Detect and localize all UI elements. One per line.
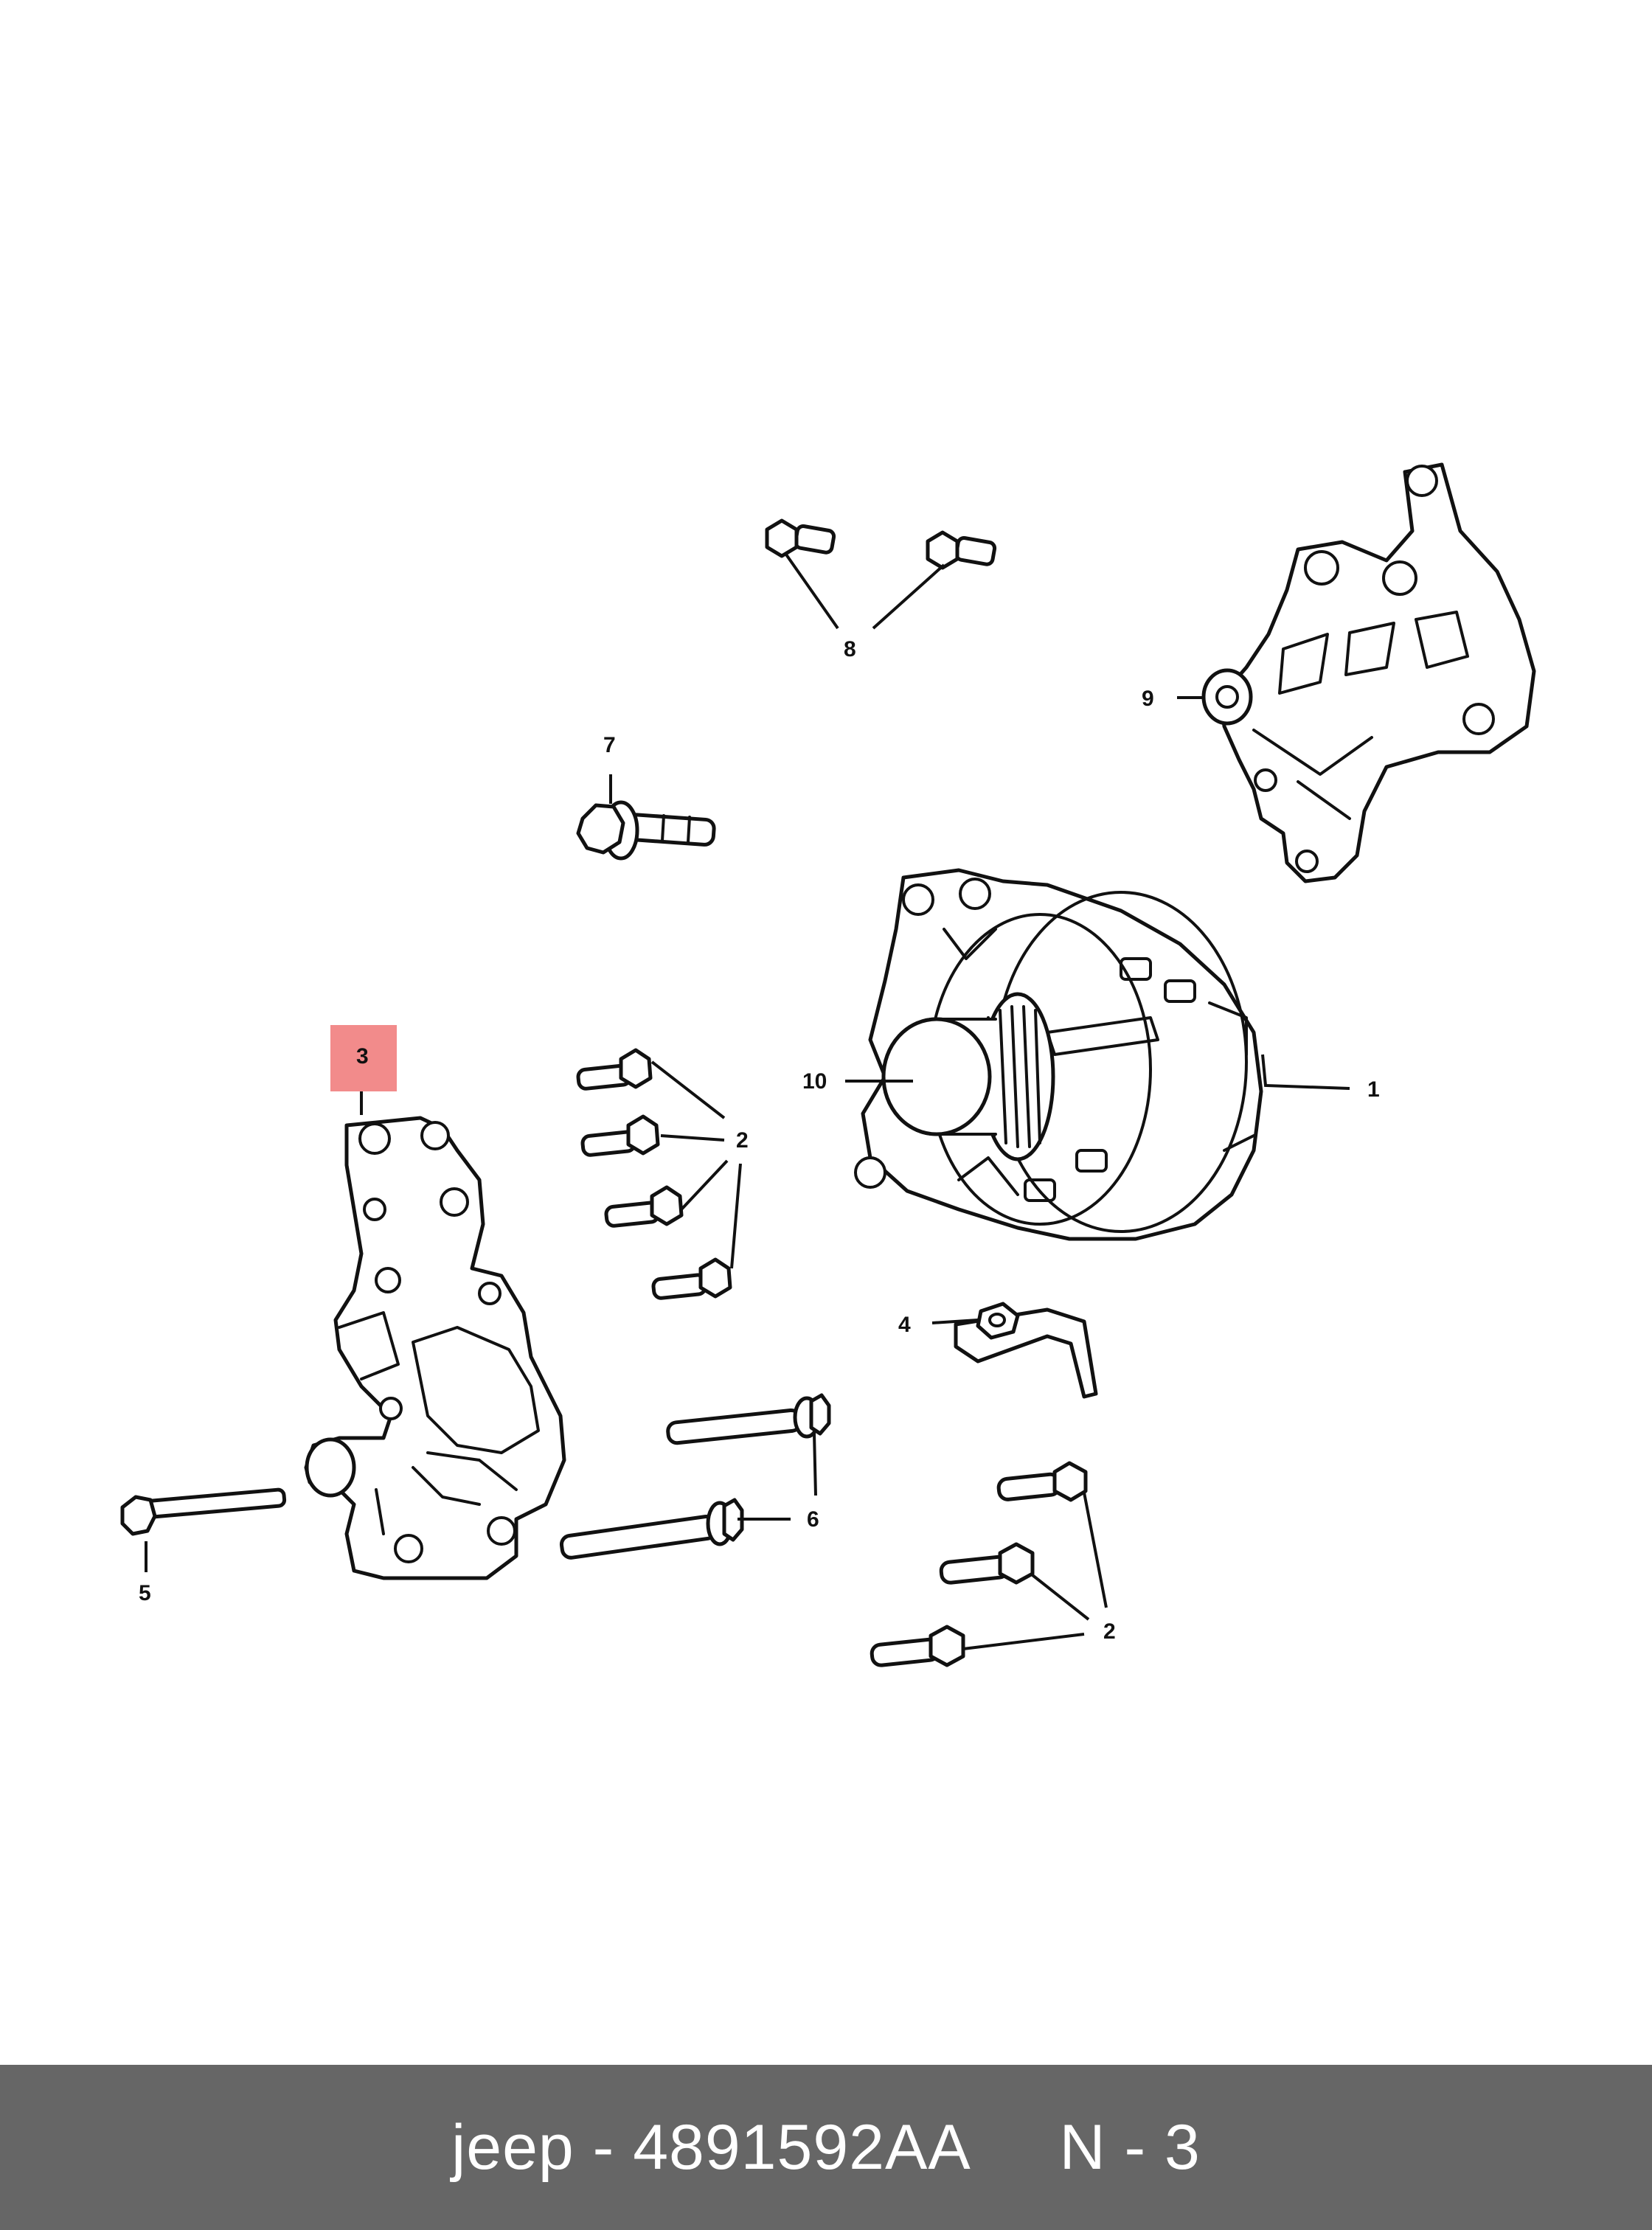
bolt-6-upper [666,1393,831,1445]
callout-5: 5 [139,1581,151,1605]
callout-7: 7 [603,733,616,757]
bolt-6-lower [559,1498,744,1560]
leader-6 [738,1433,817,1521]
clip-4 [954,1302,1098,1399]
callout-3: 3 [356,1044,369,1069]
callout-1: 1 [1367,1077,1380,1102]
leader-4 [931,1319,979,1324]
callout-3-highlight [330,1025,397,1091]
leader-2-lower [962,1492,1108,1650]
bolt-7 [576,800,716,861]
bolt-5 [120,1487,287,1536]
callout-9: 9 [1142,687,1154,711]
callout-10: 10 [802,1069,827,1094]
footer-bar: jeep - 4891592AA N - 3 [0,2065,1652,2230]
alternator-1 [854,868,1263,1241]
bolt-8-right [926,530,997,570]
callout-2-upper: 2 [736,1128,749,1153]
leader-2-upper [650,1060,742,1269]
leader-1 [1261,1054,1350,1090]
bolt-8-left [765,518,836,558]
mounting-bracket-9 [1201,462,1536,883]
bracket-3 [304,1116,566,1580]
footer-part-label: jeep - 4891592AA N - 3 [451,2111,1201,2183]
bolt-2-group-upper [576,1048,732,1300]
exploded-parts-diagram: 8 9 7 [120,462,1536,1667]
callout-2-lower: 2 [1103,1619,1116,1644]
leader-8 [785,553,945,630]
callout-4: 4 [898,1313,911,1337]
callout-8: 8 [844,637,856,661]
callout-6: 6 [807,1507,819,1532]
bolt-2-group-lower [870,1461,1088,1667]
